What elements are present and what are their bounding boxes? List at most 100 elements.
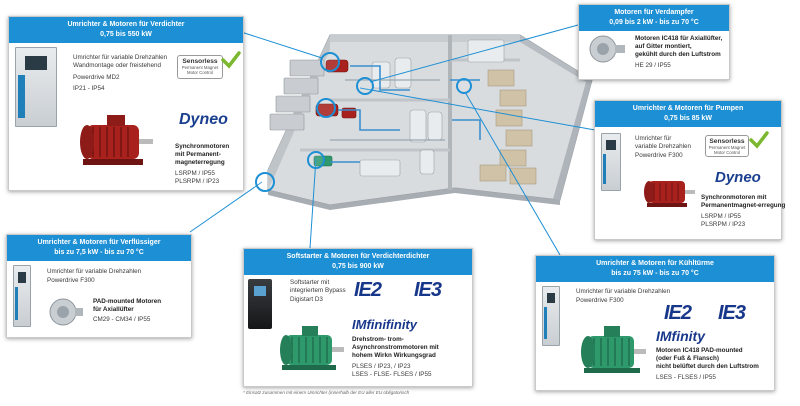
card-verfluessiger-header: Umrichter & Motoren für Verflüssiger bis…: [7, 235, 191, 261]
ie2-logo-text: IE2: [354, 279, 382, 301]
card-verfluessiger: Umrichter & Motoren für Verflüssiger bis…: [6, 234, 192, 338]
card-kuehltuerme-subtitle: bis zu 75 kW - bis zu 70 °C: [611, 270, 699, 277]
card-verdampfer-subtitle: 0,09 bis 2 kW - bis zu 70 °C: [609, 19, 699, 26]
card-verfluessiger-motor-1: PAD-mounted Motoren: [93, 298, 162, 305]
dyneo-logo: Dyneo: [179, 111, 228, 129]
imfinity-logo-kuehltuerme: IMfinity: [656, 328, 705, 344]
card-verdichter-title: Umrichter & Motoren für Verdichter: [67, 21, 185, 28]
card-verdampfer-line-4: HE 29 / IP55: [635, 62, 671, 69]
sensorless-badge-pumpen-sub1: Permanent Magnet: [708, 145, 746, 150]
ie2-logo: IE2: [354, 279, 382, 302]
card-softstarter-motor-2: Asynchronstrommotoren mit: [352, 344, 439, 351]
dyneo-logo-text: Dyneo: [179, 111, 228, 128]
card-verdichter-motor-4: LSRPM / IP55: [175, 170, 215, 177]
card-verfluessiger-line-2: Powerdrive F300: [47, 277, 95, 284]
card-softstarter-motor-3: hohem Wirkn Wirkungsgrad: [352, 352, 436, 359]
card-verdichter-line-3: Powerdrive MD2: [73, 74, 120, 81]
card-softstarter-motor-1: Drehstrom- trom-: [352, 336, 404, 343]
card-verdichter-line-2: Wandmontage oder freistehend: [73, 62, 161, 69]
card-softstarter-line-3: Digistart D3: [290, 296, 323, 303]
card-verdichter-line-1: Umrichter für variable Drehzahlen: [73, 54, 168, 61]
card-pumpen-motor-2: Permanentmagnet-erregung: [701, 202, 786, 209]
powerdrive-f300-image: [601, 133, 621, 191]
ie3-logo-kuehltuerme: IE3: [718, 302, 746, 325]
card-verdichter: Umrichter & Motoren für Verdichter 0,75 …: [8, 16, 244, 191]
card-pumpen-motor-1: Synchronmotoren mit: [701, 194, 767, 201]
ie3-logo-text: IE3: [414, 279, 442, 301]
sensorless-badge-pumpen-title: Sensorless: [709, 138, 745, 145]
green-motor-image: [280, 326, 344, 370]
card-pumpen-title: Umrichter & Motoren für Pumpen: [632, 105, 744, 112]
red-motor-image: [80, 115, 153, 165]
card-verdampfer-line-2: auf Gitter montiert,: [635, 43, 692, 50]
imfinity-logo: IMfinifinity: [352, 317, 417, 332]
card-pumpen-line-1: Umrichter für: [635, 135, 672, 142]
card-verdichter-motor-3: magneterregung: [175, 159, 225, 166]
footnote: * Einsatz zusammen mit einem Umrichter (…: [243, 390, 410, 395]
card-kuehltuerme-motor-3: nicht belüftet durch den Luftstrom: [656, 363, 759, 370]
green-cooling-motor-image: [581, 326, 646, 373]
card-pumpen-line-3: Powerdrive F300: [635, 152, 683, 159]
ie2-logo-kuehltuerme-text: IE2: [664, 302, 692, 324]
card-kuehltuerme-header: Umrichter & Motoren für Kühltürme bis zu…: [536, 256, 774, 282]
card-softstarter-header: Softstarter & Motoren für Verdichterdich…: [244, 249, 472, 275]
ie2-logo-kuehltuerme: IE2: [664, 302, 692, 325]
card-verfluessiger-motor-2: für Axiallüfter: [93, 306, 134, 313]
card-softstarter: Softstarter & Motoren für Verdichterdich…: [243, 248, 473, 387]
imfinity-logo-kuehltuerme-text: IMfinity: [656, 328, 705, 344]
card-kuehltuerme-motor-4: LSES - FLSES / IP55: [656, 374, 716, 381]
card-pumpen-motor-3: LSRPM / IP55: [701, 213, 741, 220]
card-kuehltuerme-line-1: Umrichter für variable Drehzahlen: [576, 288, 671, 295]
checkmark-icon: [221, 51, 241, 69]
sensorless-badge: Sensorless Permanent Magnet Motor Contro…: [177, 55, 223, 79]
card-softstarter-motor-5: LSES - FLSE- FLSES / IP55: [352, 371, 432, 378]
card-pumpen-line-2: variable Drehzahlen: [635, 143, 692, 150]
card-verfluessiger-title: Umrichter & Motoren für Verflüssiger: [37, 239, 161, 246]
card-verdichter-motor-2: mit Permanent-: [175, 151, 221, 158]
card-pumpen-header: Umrichter & Motoren für Pumpen 0,75 bis …: [595, 101, 781, 127]
checkmark-icon: [749, 131, 769, 149]
card-verfluessiger-line-1: Umrichter für variable Drehzahlen: [47, 268, 142, 275]
sensorless-badge-title: Sensorless: [182, 58, 218, 65]
card-verdampfer: Motoren für Verdampfer 0,09 bis 2 kW - b…: [578, 4, 730, 80]
card-softstarter-title: Softstarter & Motoren für Verdichterdich…: [286, 253, 430, 260]
card-verdichter-motor-1: Synchronmotoren: [175, 143, 230, 150]
card-kuehltuerme-motor-1: Motoren IC418 PAD-mounted: [656, 347, 743, 354]
ie3-logo-kuehltuerme-text: IE3: [718, 302, 746, 324]
powerdrive-md2-image: [15, 47, 57, 127]
card-verdichter-header: Umrichter & Motoren für Verdichter 0,75 …: [9, 17, 243, 43]
sensorless-badge-pumpen-sub2: Motor Control: [713, 150, 741, 155]
card-pumpen: Umrichter & Motoren für Pumpen 0,75 bis …: [594, 100, 786, 240]
dyneo-logo-pumpen: Dyneo: [715, 169, 761, 186]
sensorless-badge-sub2: Motor Control: [186, 70, 214, 75]
card-verdampfer-title: Motoren für Verdampfer: [614, 9, 694, 16]
fan-motor-image: [589, 35, 625, 63]
red-pump-motor-image: [644, 181, 695, 207]
ie3-logo: IE3: [414, 279, 442, 302]
card-verdichter-subtitle: 0,75 bis 550 kW: [100, 31, 152, 38]
digistart-d3-image: [248, 279, 272, 329]
card-verfluessiger-motor-3: CM29 - CM34 / IP55: [93, 316, 151, 323]
card-verdampfer-line-3: gekühlt durch den Luftstrom: [635, 51, 721, 58]
card-verdampfer-line-1: Motoren IC418 für Axiallüfter,: [635, 35, 723, 42]
card-softstarter-line-1: Softstarter mit: [290, 279, 330, 286]
card-kuehltuerme-line-2: Powerdrive F300: [576, 297, 624, 304]
card-softstarter-line-2: integriertem Bypass: [290, 287, 346, 294]
dyneo-logo-pumpen-text: Dyneo: [715, 169, 761, 186]
card-kuehltuerme-title: Umrichter & Motoren für Kühltürme: [596, 260, 714, 267]
powerdrive-f300-image-kuehltuerme: [542, 286, 560, 346]
card-softstarter-subtitle: 0,75 bis 900 kW: [332, 263, 384, 270]
powerdrive-f300-image-verfluessiger: [13, 265, 31, 327]
sensorless-badge-pumpen: Sensorless Permanent Magnet Motor Contro…: [705, 135, 749, 157]
card-pumpen-subtitle: 0,75 bis 85 kW: [664, 115, 712, 122]
card-verdampfer-header: Motoren für Verdampfer 0,09 bis 2 kW - b…: [579, 5, 729, 31]
card-verdichter-motor-5: PLSRPM / IP23: [175, 178, 220, 185]
sensorless-badge-sub1: Permanent Magnet: [181, 65, 219, 70]
card-verdichter-line-4: IP21 - IP54: [73, 85, 105, 92]
card-pumpen-motor-4: PLSRPM / IP23: [701, 221, 746, 228]
card-kuehltuerme-motor-2: (oder Fuß & Flansch): [656, 355, 719, 362]
grey-fan-motor-image: [49, 298, 83, 326]
card-softstarter-motor-4: PLSES / IP23, / IP23: [352, 363, 411, 370]
